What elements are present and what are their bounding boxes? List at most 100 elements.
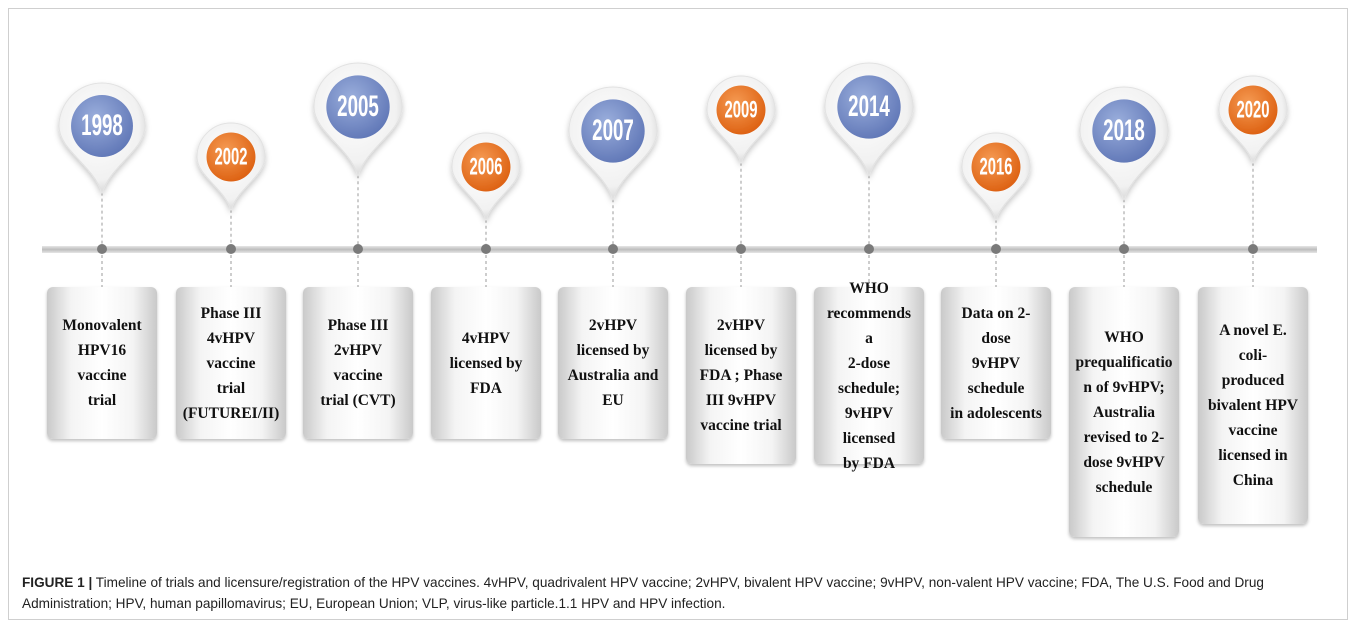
event-line: trial (CVT): [320, 392, 396, 409]
event-line: trial: [216, 379, 246, 397]
event-line: schedule: [1095, 478, 1153, 496]
map-pin-icon: 2007: [568, 86, 658, 201]
event-line: vaccine trial: [700, 417, 782, 434]
figure-caption: FIGURE 1 | Timeline of trials and licens…: [22, 572, 1340, 614]
event-line: 2vHPV: [588, 317, 638, 334]
year-label: 2007: [592, 114, 634, 148]
event-line: by FDA: [842, 454, 896, 472]
year-disc: [326, 75, 390, 139]
event-line: revised to 2-: [1083, 428, 1165, 446]
event-line: WHO: [1104, 328, 1144, 346]
event-line: produced: [1221, 372, 1285, 389]
event-line: Phase III: [200, 304, 262, 322]
event-line: FDA: [470, 379, 502, 397]
year-label: 2006: [470, 154, 503, 180]
event-line: licensed by: [449, 354, 523, 372]
event-box: 4vHPV licensed by FDA: [431, 287, 541, 439]
map-pin-icon: 2014: [824, 62, 914, 177]
event-line: recommends a: [826, 304, 912, 347]
map-pin-icon: 2020: [1218, 75, 1288, 165]
timeline-dot: [353, 244, 363, 254]
event-description: Phase III 2vHPV vaccine trial (CVT): [311, 313, 405, 413]
event-line: A novel E.: [1219, 322, 1287, 339]
year-disc: [206, 132, 256, 182]
event-line: 9vHPV schedule: [967, 354, 1025, 397]
event-line: dose 9vHPV: [1083, 453, 1165, 471]
event-line: licensed in: [1218, 447, 1288, 464]
timeline-axis: [42, 246, 1317, 253]
caption-text: Timeline of trials and licensure/registr…: [22, 575, 1264, 611]
map-pin-icon: 2018: [1079, 86, 1169, 201]
event-line: 4vHPV vaccine: [206, 329, 256, 372]
event-description: WHO recommends a 2-dose schedule; 9vHPV lic…: [822, 276, 916, 476]
timeline-dot: [991, 244, 1001, 254]
timeline-dot: [97, 244, 107, 254]
year-disc: [837, 75, 901, 139]
event-description: WHO prequalificatio n of 9vHPV; Australia re…: [1075, 325, 1172, 500]
event-line: China: [1232, 472, 1274, 489]
event-line: 9vHPV licensed: [842, 404, 896, 447]
caption-label: FIGURE 1 |: [22, 575, 93, 590]
event-line: FDA ; Phase: [699, 367, 783, 384]
timeline-dot: [226, 244, 236, 254]
event-description: A novel E. coli-produced bivalent HPV vacci…: [1208, 318, 1298, 493]
year-label: 1998: [81, 109, 123, 143]
year-disc: [1092, 99, 1156, 163]
event-line: 2-dose schedule;: [838, 354, 900, 397]
event-line: in adolescents: [950, 404, 1042, 422]
year-label: 2002: [215, 144, 248, 170]
event-line: 2vHPV vaccine: [333, 342, 383, 384]
year-disc: [1228, 85, 1278, 135]
map-pin-icon: 2016: [961, 132, 1031, 222]
event-line: EU: [602, 392, 624, 409]
timeline-dot: [864, 244, 874, 254]
event-description: 4vHPV licensed by FDA: [450, 326, 523, 401]
event-line: 2vHPV: [716, 317, 766, 334]
event-box: Data on 2-dose 9vHPV schedule in adolescen…: [941, 287, 1051, 439]
year-disc: [971, 142, 1021, 192]
map-pin-icon: 2002: [196, 122, 266, 212]
event-line: bivalent HPV: [1208, 397, 1298, 414]
timeline-dot: [608, 244, 618, 254]
year-label: 2018: [1103, 114, 1145, 148]
event-line: Australia: [1093, 403, 1155, 421]
event-line: vaccine: [1228, 422, 1278, 439]
event-line: Phase III: [327, 317, 389, 334]
event-line: licensed by: [576, 342, 650, 359]
year-disc: [71, 95, 133, 157]
event-line: WHO: [849, 279, 889, 297]
map-pin-icon: 1998: [58, 82, 146, 195]
year-label: 2009: [725, 97, 758, 123]
event-line: Monovalent: [62, 317, 142, 334]
map-pin-icon: 2005: [313, 62, 403, 177]
event-box: Phase III 4vHPV vaccine trial (FUTUREI/II): [176, 287, 286, 439]
event-box: WHO prequalificatio n of 9vHPV; Australia re…: [1069, 287, 1179, 537]
event-box: A novel E. coli-produced bivalent HPV vacci…: [1198, 287, 1308, 524]
timeline-dot: [1248, 244, 1258, 254]
event-line: III 9vHPV: [705, 392, 777, 409]
event-line: trial: [87, 392, 117, 409]
timeline-dot: [481, 244, 491, 254]
map-pin-icon: 2009: [706, 75, 776, 165]
timeline-dot: [736, 244, 746, 254]
event-line: prequalificatio: [1075, 353, 1173, 371]
event-line: 4vHPV: [461, 329, 511, 347]
event-line: n of 9vHPV;: [1083, 378, 1165, 396]
event-description: Phase III 4vHPV vaccine trial (FUTUREI/II): [183, 301, 279, 426]
event-line: licensed by: [704, 342, 778, 359]
year-disc: [581, 99, 645, 163]
event-line: Australia and: [567, 367, 659, 384]
event-line: HPV16 vaccine: [77, 342, 127, 384]
map-pin-icon: 2006: [451, 132, 521, 222]
event-line: (FUTUREI/II): [182, 404, 280, 422]
year-label: 2020: [1237, 97, 1270, 123]
event-line: Data on 2-dose: [961, 304, 1031, 347]
event-line: coli-: [1238, 347, 1268, 364]
year-disc: [716, 85, 766, 135]
